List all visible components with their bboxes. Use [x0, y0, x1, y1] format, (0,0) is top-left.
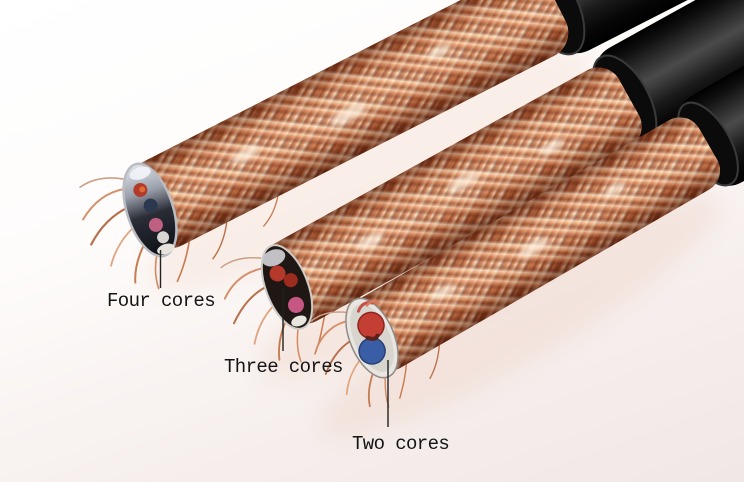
core-pink: [288, 296, 305, 313]
label-four-cores: Four cores: [107, 290, 216, 312]
core-red: [269, 265, 286, 282]
core-dark-blue: [143, 198, 158, 213]
cable-end-three-cores: [260, 244, 314, 330]
copper-braid: [262, 67, 642, 324]
label-three-cores: Three cores: [224, 356, 343, 378]
cable-two-cores: [310, 0, 744, 408]
cable-end-four-cores: [122, 162, 178, 258]
core-white: [157, 231, 170, 244]
label-two-cores: Two cores: [352, 433, 450, 455]
core-pink: [148, 217, 163, 232]
cable-four-cores: [79, 0, 744, 290]
cable-three-cores: [220, 0, 744, 363]
core-dark-red: [283, 273, 298, 288]
